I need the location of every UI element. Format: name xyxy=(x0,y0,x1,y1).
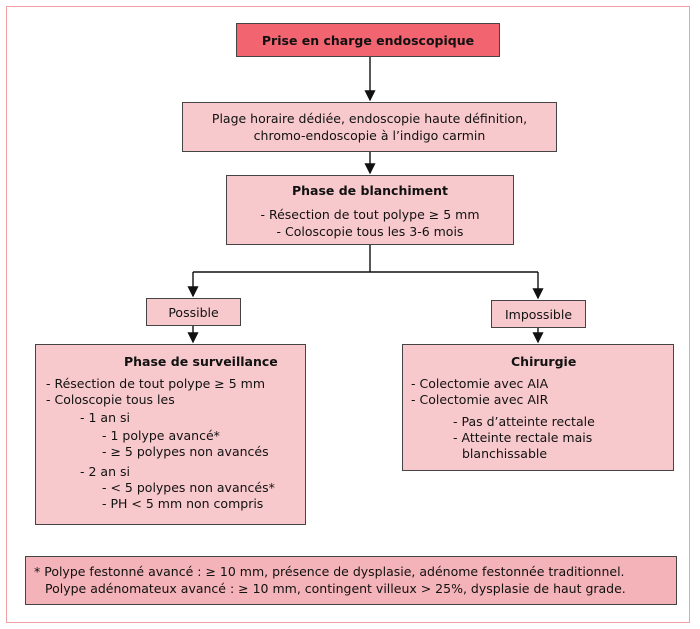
title-text: Prise en charge endoscopique xyxy=(261,32,475,48)
title-box: Prise en charge endoscopique xyxy=(236,23,500,57)
chirurgie-line-3: - Pas d’atteinte rectale xyxy=(453,414,595,429)
surveillance-line-3: - 1 an si xyxy=(80,410,130,425)
surveillance-box: Phase de surveillance - Résection de tou… xyxy=(35,344,306,525)
chirurgie-line-5: blanchissable xyxy=(462,446,548,461)
impossible-box: Impossible xyxy=(491,300,586,328)
surveillance-heading: Phase de surveillance xyxy=(124,354,278,369)
impossible-label: Impossible xyxy=(504,306,573,322)
plage-line-2: chromo-endoscopie à l’indigo carmin xyxy=(253,128,486,143)
chirurgie-line-1: - Colectomie avec AIA xyxy=(411,376,549,391)
blanchiment-item-2: - Coloscopie tous les 3-6 mois xyxy=(276,224,464,239)
chirurgie-heading: Chirurgie xyxy=(511,354,577,369)
surveillance-line-6: - 2 an si xyxy=(80,464,130,479)
figure-frame xyxy=(6,6,690,623)
surveillance-line-1: - Résection de tout polype ≥ 5 mm xyxy=(46,376,266,391)
blanchiment-heading: Phase de blanchiment xyxy=(291,183,449,198)
plage-box: Plage horaire dédiée, endoscopie haute d… xyxy=(182,102,557,152)
surveillance-line-8: - PH < 5 mm non compris xyxy=(102,496,264,511)
chirurgie-line-4: - Atteinte rectale mais xyxy=(453,430,593,445)
surveillance-line-7: - < 5 polypes non avancés* xyxy=(102,480,275,495)
chirurgie-box: Chirurgie - Colectomie avec AIA - Colect… xyxy=(402,344,674,471)
footnote-line-1: * Polype festonné avancé : ≥ 10 mm, prés… xyxy=(34,564,625,579)
possible-label: Possible xyxy=(168,304,219,320)
plage-line-1: Plage horaire dédiée, endoscopie haute d… xyxy=(211,111,528,126)
blanchiment-box: Phase de blanchiment - Résection de tout… xyxy=(226,175,514,245)
surveillance-line-5: - ≥ 5 polypes non avancés xyxy=(102,444,269,459)
footnote-box: * Polype festonné avancé : ≥ 10 mm, prés… xyxy=(25,556,677,605)
blanchiment-item-1: - Résection de tout polype ≥ 5 mm xyxy=(260,207,480,222)
chirurgie-line-2: - Colectomie avec AIR xyxy=(411,392,549,407)
footnote-line-2: Polype adénomateux avancé : ≥ 10 mm, con… xyxy=(45,581,626,596)
possible-box: Possible xyxy=(146,298,241,326)
surveillance-line-4: - 1 polype avancé* xyxy=(102,428,220,443)
surveillance-line-2: - Coloscopie tous les xyxy=(46,392,175,407)
